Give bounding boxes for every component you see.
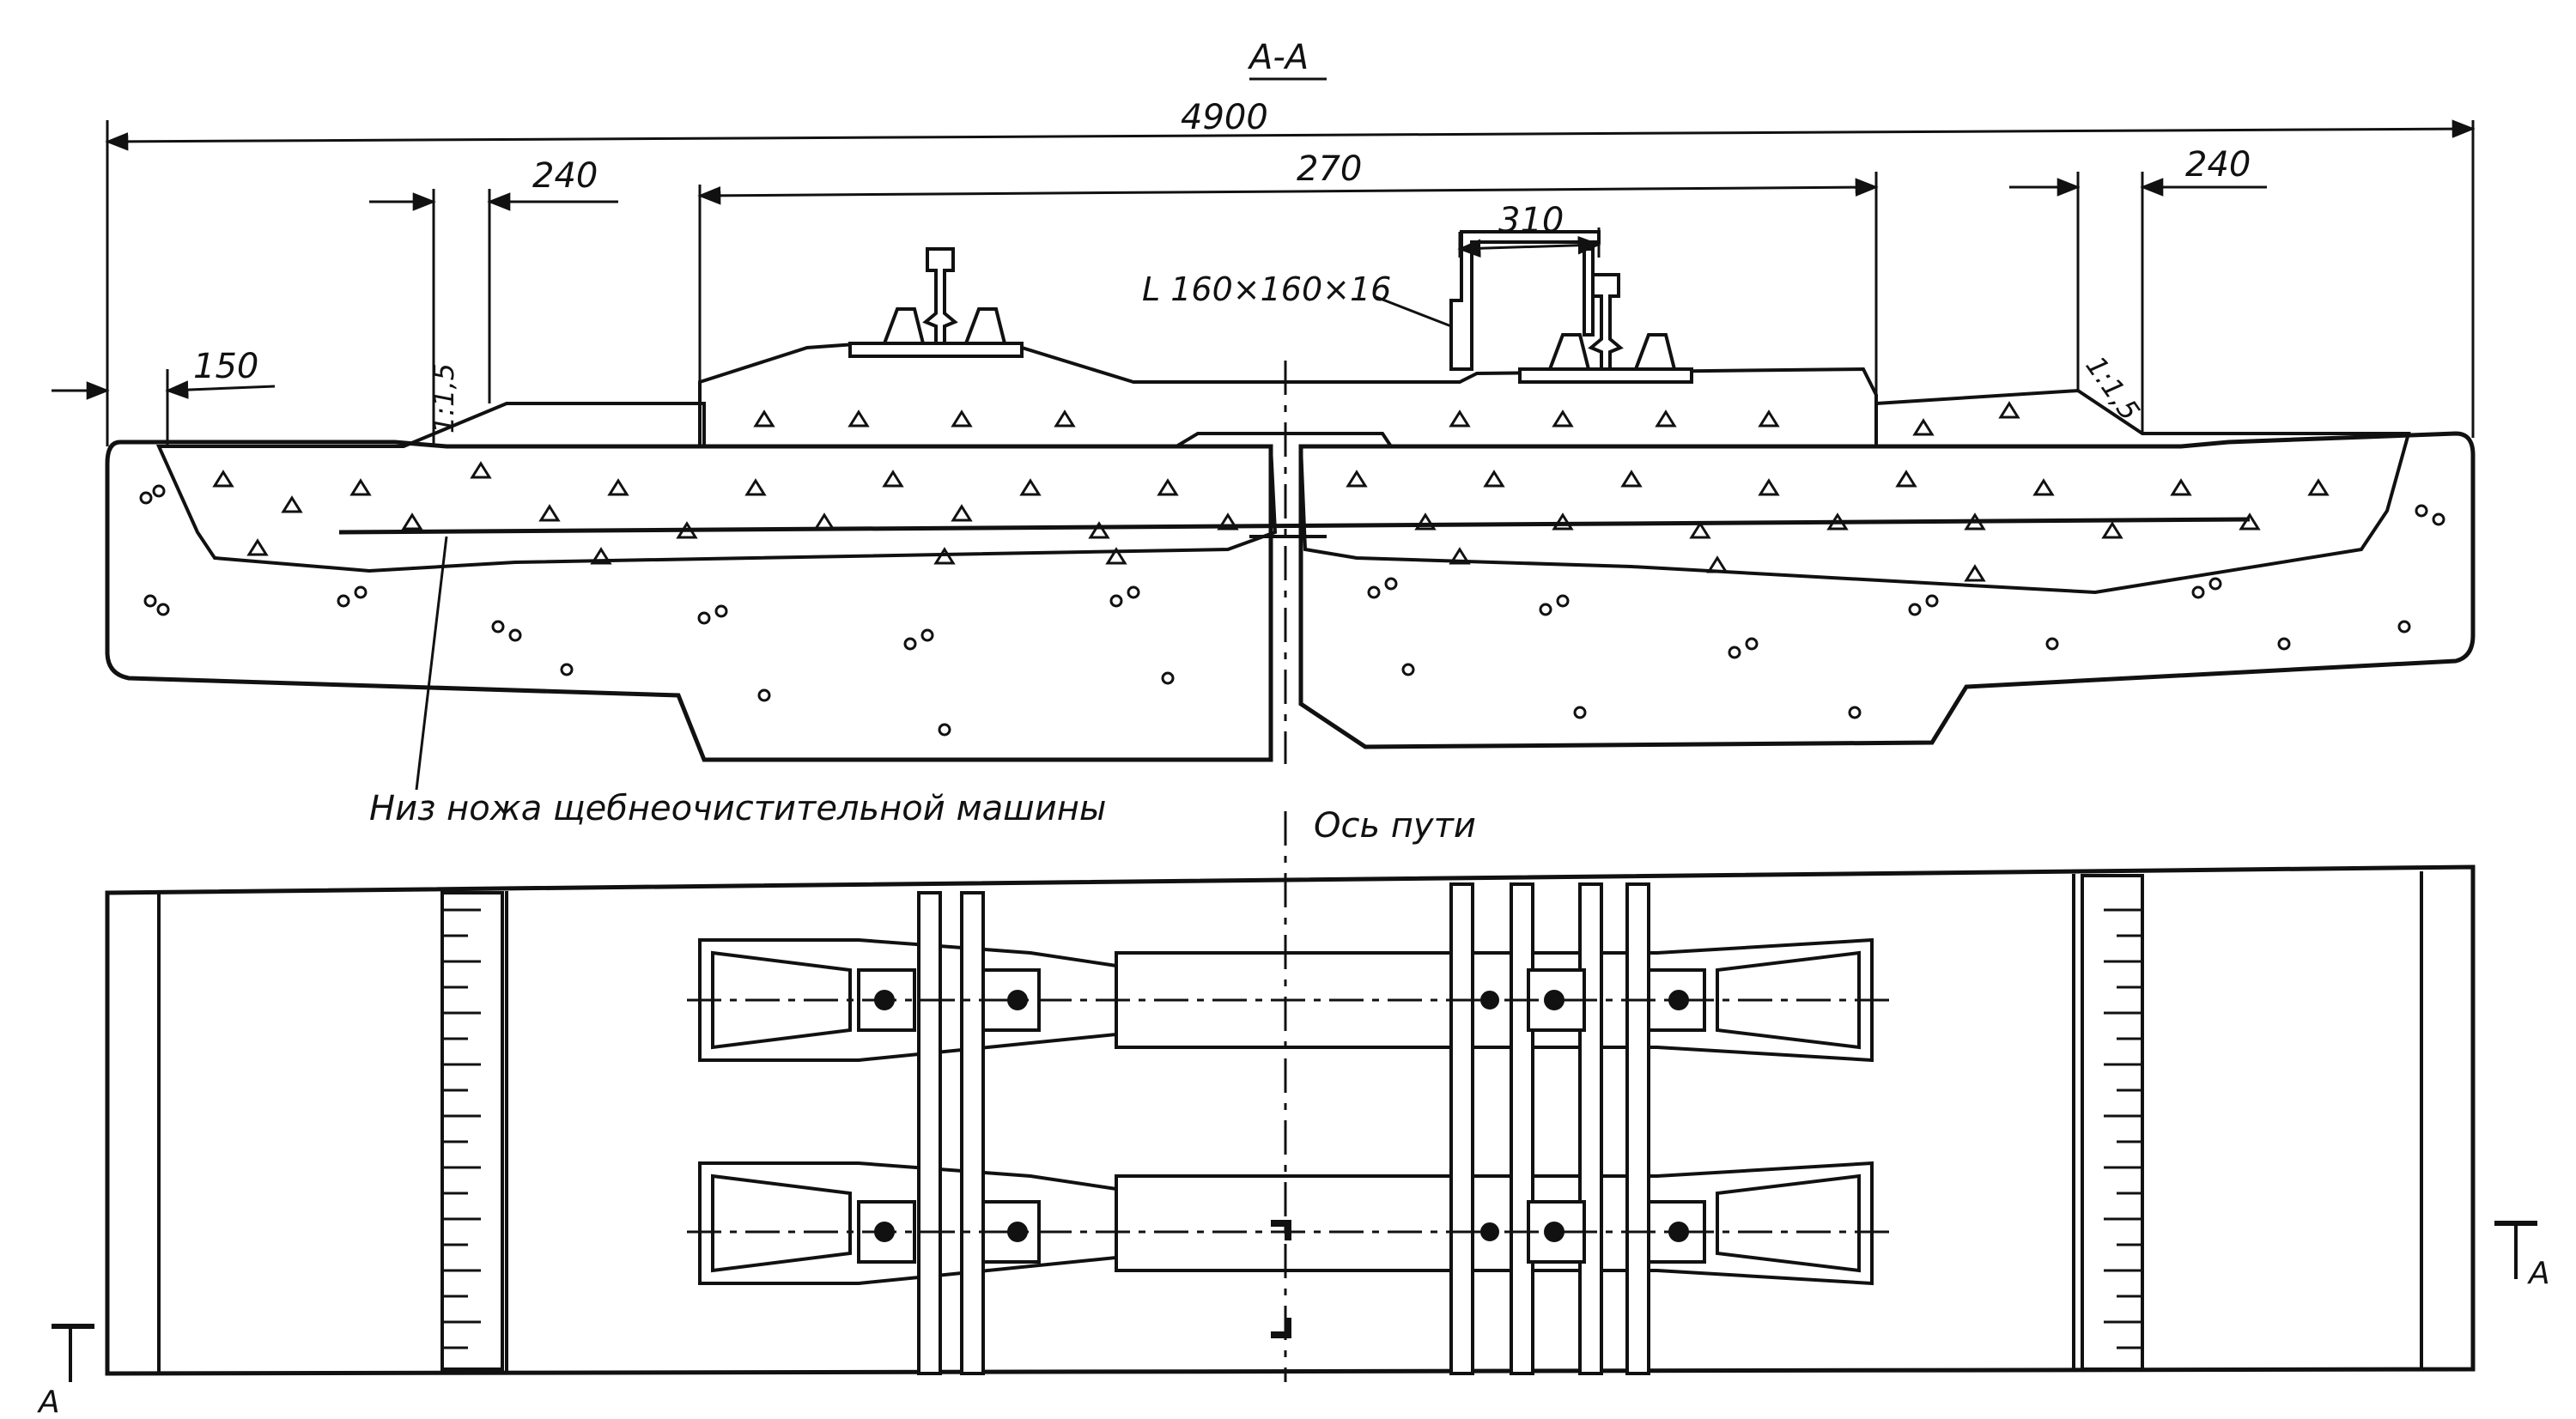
right-rail-assembly: [1449, 230, 1693, 384]
rail-right: [1588, 273, 1624, 371]
ballast-layer: [155, 402, 1278, 573]
slab-left: [105, 440, 1273, 762]
ballast-aggregate: [212, 401, 2330, 582]
ruler-left: [440, 891, 504, 1371]
concrete-aggregate: [139, 484, 2445, 737]
plan-outline: [105, 864, 2476, 1376]
cutter-bottom-line: [338, 517, 2251, 535]
dim-overall: [105, 119, 2476, 151]
section-marker-left: А: [37, 1324, 94, 1419]
slope-left-label: 1:1,5: [428, 363, 460, 434]
track-width-label: 270: [1297, 149, 1362, 189]
section-marker-right-label: А: [2527, 1256, 2550, 1291]
plan-view: А А: [37, 811, 2550, 1419]
left-rail-assembly: [848, 247, 1024, 358]
section-view: А-А 4900 240 270 310 240 150 L 160×160×1…: [52, 38, 2476, 846]
cutter-note: Низ ножа щебнеочистительной машины: [369, 789, 1106, 828]
overall-width-label: 4900: [1181, 98, 1268, 137]
dim-guard-gap: [1457, 235, 1601, 258]
section-label: А-А: [1247, 38, 1309, 77]
track-bed: [698, 341, 1878, 448]
ruler-right: [2081, 874, 2144, 1371]
guard-gap-label: 310: [1498, 201, 1564, 240]
section-marker-right: А: [2494, 1221, 2550, 1291]
slab-right: [1298, 431, 2476, 749]
slope-right-label: 1:1,5: [2079, 350, 2146, 427]
rail-left: [922, 247, 958, 345]
cutter-leader: [415, 536, 448, 791]
dim-track-width: [697, 178, 1879, 205]
angle-profile-label: L 160×160×16: [1142, 270, 1391, 308]
edge-offset-label: 150: [193, 347, 258, 386]
track-axis-label: Ось пути: [1314, 806, 1476, 846]
section-marker-left-label: А: [37, 1385, 60, 1419]
right-offset-label: 240: [2185, 145, 2251, 185]
left-offset-label: 240: [532, 156, 598, 196]
plan-rails: [917, 882, 1650, 1375]
